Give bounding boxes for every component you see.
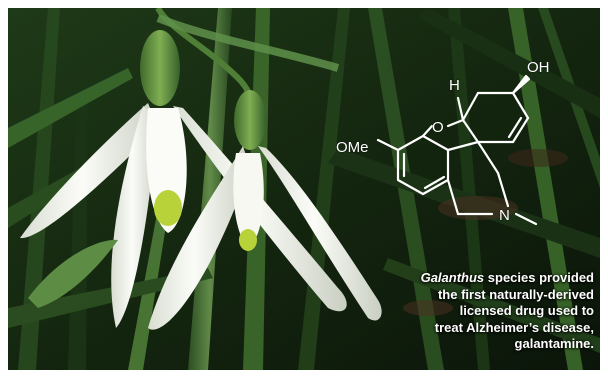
leaf-lower-left	[28, 239, 118, 308]
oxygen-label: O	[432, 119, 444, 136]
snowdrop-photo: OH H O OMe N	[8, 8, 600, 370]
photo-canvas: OH H O OMe N	[8, 8, 600, 370]
caption-line-5: galantamine.	[514, 336, 594, 351]
soil-patches	[403, 149, 568, 316]
nitrogen-label: N	[499, 207, 510, 224]
caption-line-1: Galanthus species provided	[334, 270, 594, 287]
methoxy-label: OMe	[336, 139, 369, 156]
caption-line-3: licensed drug used to	[459, 303, 594, 318]
structure-labels: OH H O OMe N	[335, 58, 550, 224]
snowdrop-flower-right	[148, 90, 382, 330]
galantamine-structure	[376, 74, 538, 226]
photo-caption: Galanthus species provided the first nat…	[334, 270, 594, 353]
caption-line-1-rest: species provided	[484, 270, 594, 285]
grass-blades	[8, 8, 600, 370]
hydrogen-label: H	[449, 77, 460, 94]
hydroxyl-label: OH	[527, 59, 550, 76]
caption-genus: Galanthus	[420, 270, 485, 285]
leaf-blade	[156, 14, 340, 72]
caption-line-4: treat Alzheimer’s disease,	[434, 319, 594, 335]
caption-line-2: the first naturally-derived	[437, 286, 594, 302]
